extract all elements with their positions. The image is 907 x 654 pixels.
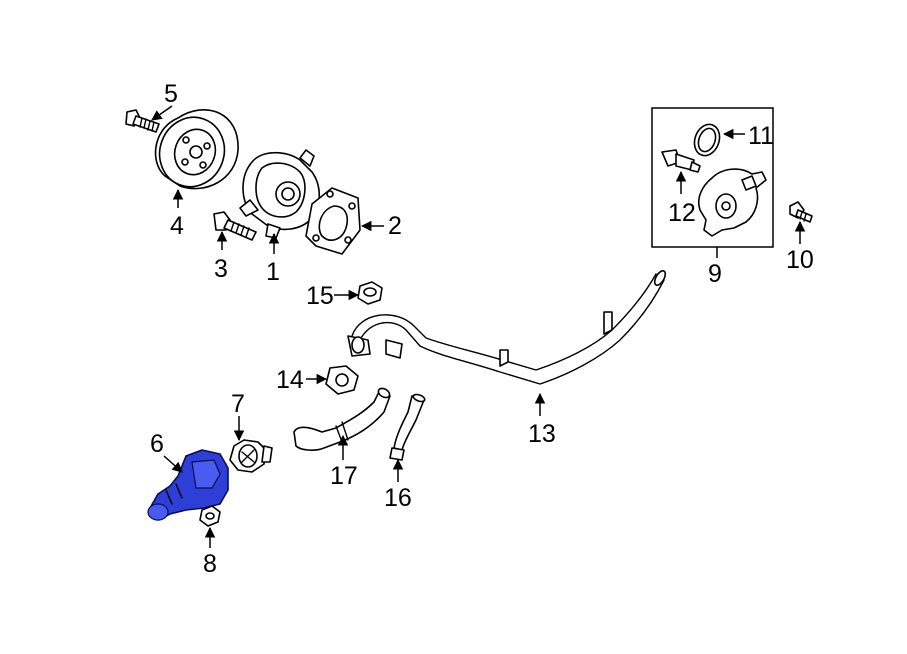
small-hose-part[interactable] — [389, 393, 426, 461]
callout-7: 7 — [231, 390, 245, 418]
o-ring-part[interactable] — [690, 121, 723, 159]
nut-part-15[interactable] — [357, 281, 383, 305]
nut-part-8[interactable] — [199, 505, 221, 527]
callout-8: 8 — [203, 550, 217, 578]
callout-10: 10 — [786, 246, 814, 274]
water-outlet-part-highlighted[interactable] — [147, 449, 229, 521]
thermostat-housing-part[interactable] — [697, 168, 767, 237]
callout-12: 12 — [668, 199, 696, 227]
housing-bolt-part[interactable] — [789, 201, 813, 223]
callout-15: 15 — [306, 282, 334, 310]
callout-1: 1 — [266, 258, 280, 286]
callout-14: 14 — [276, 366, 304, 394]
gasket-part[interactable] — [305, 187, 361, 255]
callout-4: 4 — [170, 212, 184, 240]
pulley-bolt-part[interactable] — [125, 109, 160, 133]
callout-13: 13 — [528, 420, 556, 448]
callout-labels: 1 2 3 4 5 6 7 8 9 10 11 12 13 14 15 16 1… — [150, 80, 814, 578]
callout-2: 2 — [388, 212, 402, 240]
callout-17: 17 — [330, 462, 358, 490]
callout-5: 5 — [164, 80, 178, 108]
callout-6: 6 — [150, 430, 164, 458]
callout-9: 9 — [708, 260, 722, 288]
thermostat-housing-group-box — [651, 107, 774, 248]
leader-lines — [151, 105, 806, 548]
water-pipe-part[interactable] — [347, 269, 667, 385]
callout-16: 16 — [384, 484, 412, 512]
callout-3: 3 — [214, 255, 228, 283]
pump-bolt-part[interactable] — [213, 211, 257, 241]
thermostat-part[interactable] — [229, 439, 273, 473]
pulley-part[interactable] — [150, 108, 239, 196]
callout-11: 11 — [748, 122, 774, 150]
pipe-gasket-part[interactable] — [325, 365, 359, 395]
temperature-sensor-part[interactable] — [661, 149, 701, 173]
